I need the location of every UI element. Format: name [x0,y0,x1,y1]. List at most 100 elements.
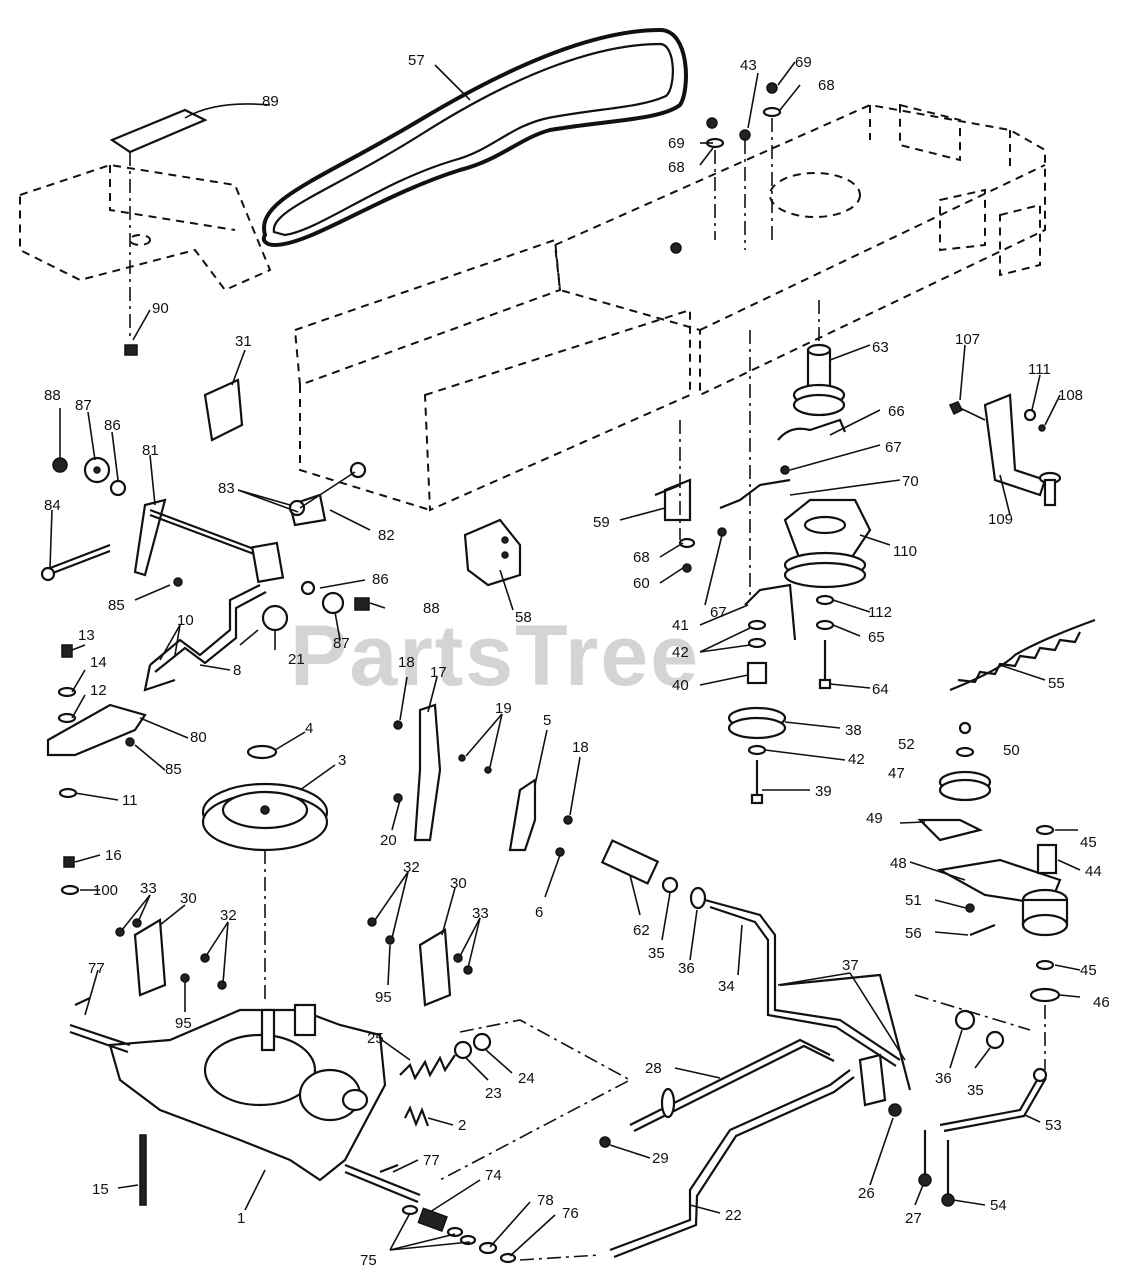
callout-100: 100 [93,882,118,899]
callout-78: 78 [537,1192,554,1209]
callout-21: 21 [288,651,305,668]
callout-58: 58 [515,609,532,626]
callout-109: 109 [988,511,1013,528]
callout-34: 34 [718,978,735,995]
callout-45a: 45 [1080,834,1097,851]
callout-16: 16 [105,847,122,864]
part-109-bracket [948,393,1062,507]
part-59-bracket [654,420,696,573]
part-70-spring [717,478,791,537]
callout-35b: 35 [967,1082,984,1099]
callout-67a: 67 [885,439,902,456]
callout-67b: 67 [710,604,727,621]
callout-33a: 33 [140,880,157,897]
callout-112: 112 [868,604,892,621]
callout-80: 80 [190,729,207,746]
callout-22: 22 [725,1207,742,1224]
callout-36b: 36 [935,1070,952,1087]
callout-88b: 88 [423,600,440,617]
callout-59: 59 [593,514,610,531]
callout-90: 90 [152,300,169,317]
callout-30a: 30 [180,890,197,907]
callout-31: 31 [235,333,252,350]
callout-42b: 42 [848,751,865,768]
part-41-spring [744,583,797,641]
leader-lines [49,61,1081,1257]
callout-65: 65 [868,629,885,646]
part-8-shift-rod [143,584,289,692]
callout-86b: 86 [372,571,389,588]
callout-13: 13 [78,627,95,644]
part-1-transaxle [69,997,421,1206]
callout-labels: 57 89 43 69 68 69 68 90 31 63 107 111 10… [44,52,1110,1269]
part-110-clutch [783,498,872,589]
part-80-bracket [46,644,147,799]
callout-10: 10 [177,612,194,629]
callout-43: 43 [740,57,757,74]
callout-46: 46 [1093,994,1110,1011]
callout-1: 1 [237,1210,245,1227]
callout-23: 23 [485,1085,502,1102]
part-89-plate [109,103,271,154]
callout-32a: 32 [220,907,237,924]
callout-6: 6 [535,904,543,921]
callout-49: 49 [866,810,883,827]
callout-83: 83 [218,480,235,497]
callout-87b: 87 [333,635,350,652]
callout-76: 76 [562,1205,579,1222]
callout-110: 110 [893,543,917,560]
frame-rails [293,238,691,512]
part-30-bracket-right [367,917,473,1007]
part-66-spring [777,418,847,475]
callout-19: 19 [495,700,512,717]
callout-69a: 69 [795,54,812,71]
callout-24: 24 [518,1070,535,1087]
callout-15: 15 [92,1181,109,1198]
callout-28: 28 [645,1060,662,1077]
callout-20: 20 [380,832,397,849]
callout-70: 70 [902,473,919,490]
part-63-spindle [792,300,846,417]
callout-108: 108 [1058,387,1083,404]
part-25-spring [399,1019,632,1181]
callout-55: 55 [1048,675,1065,692]
part-55-spring [949,618,1096,692]
callout-95a: 95 [175,1015,192,1032]
callout-33b: 33 [472,905,489,922]
callout-48: 48 [890,855,907,872]
callout-51: 51 [905,892,922,909]
callout-88a: 88 [44,387,61,404]
callout-85b: 85 [165,761,182,778]
callout-107: 107 [955,331,980,348]
callout-27: 27 [905,1210,922,1227]
part-90-nut [124,344,138,356]
callout-53: 53 [1045,1117,1062,1134]
callout-77a: 77 [88,960,105,977]
callout-52: 52 [898,736,915,753]
callout-62: 62 [633,922,650,939]
callout-81: 81 [142,442,159,459]
callout-82: 82 [378,527,395,544]
callout-74: 74 [485,1167,502,1184]
axle-spacers [401,1204,601,1264]
callout-95b: 95 [375,989,392,1006]
part-3-pulley [201,744,329,1000]
part-57-belt [261,27,688,248]
callout-84: 84 [44,497,61,514]
hardware-stack-top [670,82,782,254]
callout-50: 50 [1003,742,1020,759]
callout-12: 12 [90,682,107,699]
callout-63: 63 [872,339,889,356]
callout-54: 54 [990,1197,1007,1214]
callout-4: 4 [305,720,313,737]
callout-77b: 77 [423,1152,440,1169]
callout-64: 64 [872,681,889,698]
callout-86a: 86 [104,417,121,434]
callout-18a: 18 [398,654,415,671]
callout-68c: 68 [633,549,650,566]
callout-68b: 68 [668,159,685,176]
part-34-rod [600,839,1031,1091]
callout-45b: 45 [1080,962,1097,979]
callout-41: 41 [672,617,689,634]
